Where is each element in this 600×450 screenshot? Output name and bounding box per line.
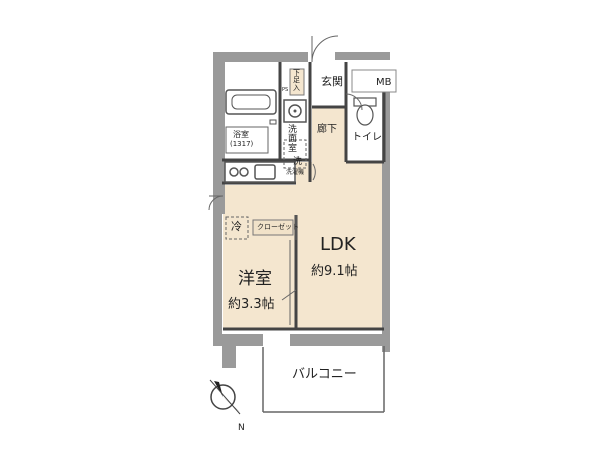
- stove-burner: [229, 167, 239, 177]
- fridge-label: 冷: [231, 220, 242, 233]
- door-swings: [208, 35, 363, 301]
- toilet-bowl: [356, 104, 374, 126]
- ldk-floor: [296, 162, 384, 329]
- toilet-label: トイレ: [352, 132, 382, 143]
- washroom-label: 洗 面 室: [288, 125, 298, 154]
- bath-step: [225, 126, 269, 154]
- corridor-floor: [312, 107, 346, 164]
- fridge-space: [225, 216, 249, 240]
- shoe-cabinet-label: 下 足 入: [293, 69, 300, 92]
- bath-size: (1317): [230, 140, 254, 148]
- ldk-label: LDK: [320, 234, 356, 255]
- shoe-cabinet: [289, 68, 305, 96]
- bathtub: [225, 89, 277, 115]
- bath-drain: [269, 119, 277, 125]
- kitchen-sink: [254, 164, 276, 180]
- ldk-area: 約9.1帖: [311, 264, 358, 279]
- corridor-label: 廊下: [317, 124, 337, 135]
- kitchen-counter: [224, 161, 296, 183]
- western-area: 約3.3帖: [228, 297, 275, 312]
- compass-north-label: N: [238, 423, 245, 433]
- meter-box-label: MB: [376, 77, 392, 88]
- washer-pan-label: 洗濯機: [286, 169, 305, 176]
- balcony-outline: [262, 346, 385, 413]
- entrance-label: 玄関: [321, 75, 343, 88]
- washer-space: [283, 139, 307, 169]
- closet-shelf: [252, 219, 294, 236]
- western-label: 洋室: [238, 269, 272, 289]
- meter-box: [351, 69, 397, 93]
- closet-label: クローゼット: [257, 223, 299, 231]
- structure-walls: [213, 52, 390, 368]
- washer-label: 洗: [293, 157, 303, 167]
- compass-icon: [209, 379, 241, 415]
- balcony-label: バルコニー: [292, 367, 357, 382]
- bath-label: 浴室: [233, 130, 249, 139]
- ps-label: PS: [282, 87, 289, 93]
- kitchen-floor: [223, 185, 297, 215]
